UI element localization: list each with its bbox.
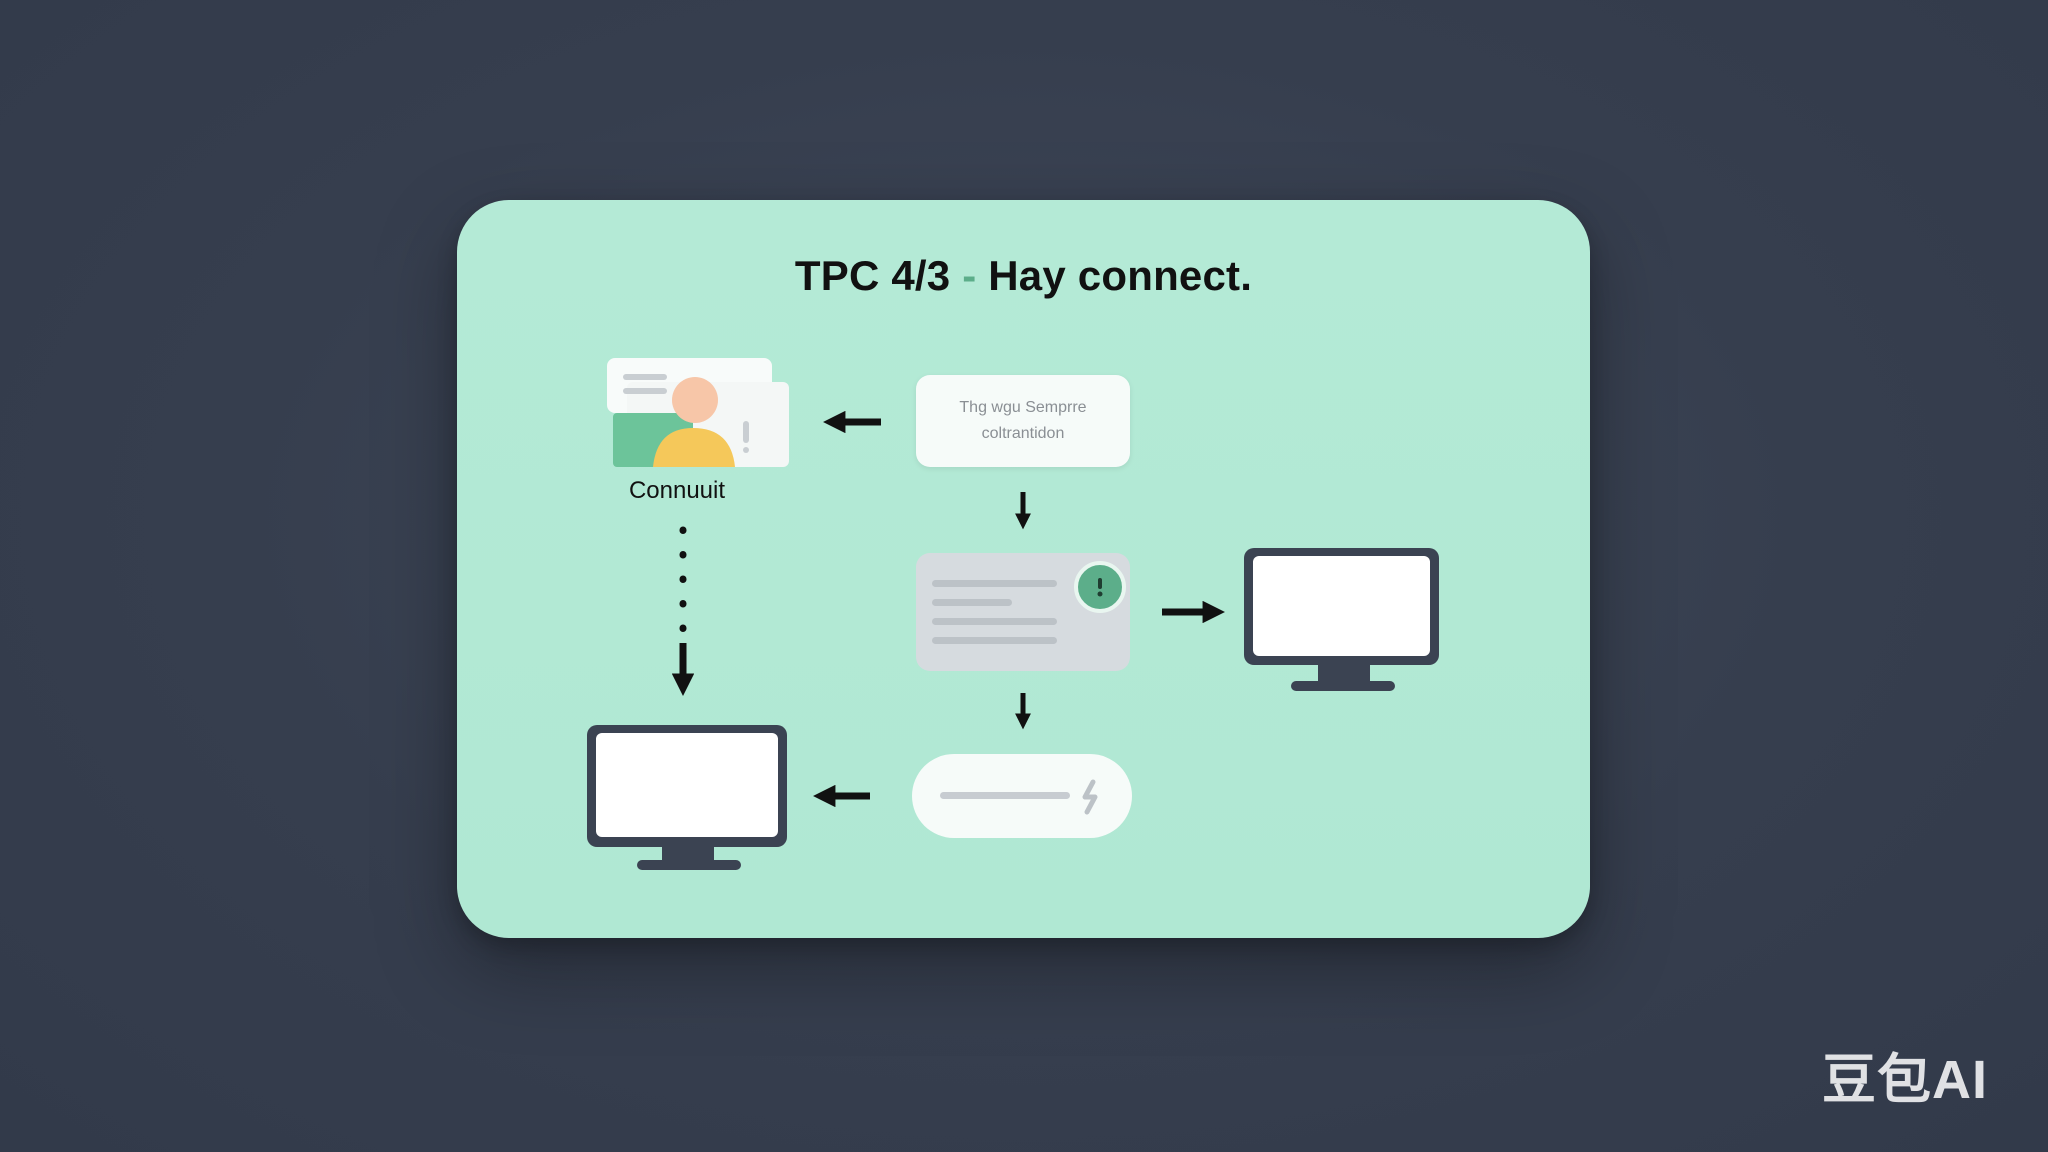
title-separator: - <box>962 252 977 299</box>
title-right: Hay connect. <box>988 252 1253 299</box>
title-left: TPC 4/3 <box>794 252 951 299</box>
diagram-card: TPC 4/3 - Hay connect. <box>457 200 1590 938</box>
info-badge-icon <box>1074 561 1126 613</box>
info-panel <box>916 553 1130 671</box>
lightning-icon <box>1082 779 1098 815</box>
info-text-box: Thg wgu Semprre coltrantidon <box>916 375 1130 467</box>
watermark-logo: 豆包AI <box>1822 1050 1988 1110</box>
flow-diagram <box>587 358 1439 870</box>
text-box-line-2: coltrantidon <box>981 425 1065 442</box>
monitor-right-icon <box>1244 548 1439 691</box>
diagram-title: TPC 4/3 - Hay connect. <box>457 252 1590 300</box>
monitor-left-icon <box>587 725 787 870</box>
text-box-line-1: Thg wgu Semprre <box>959 399 1087 416</box>
user-profile-icon <box>607 358 789 467</box>
status-pill <box>912 754 1132 838</box>
user-node-label: Connuuit <box>628 477 726 504</box>
